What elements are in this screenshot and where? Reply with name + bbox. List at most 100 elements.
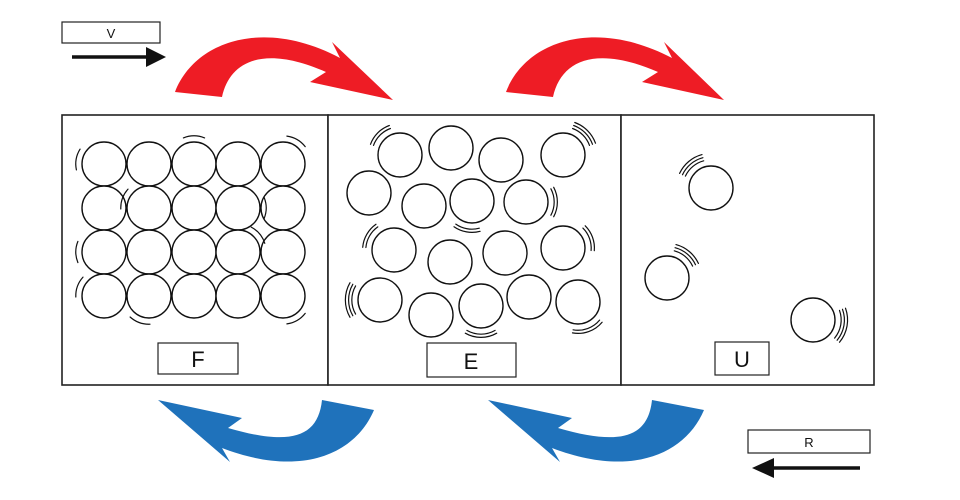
- state-label-f-box: [157, 342, 239, 375]
- vibration-mark: [347, 283, 354, 317]
- particle: [215, 141, 261, 187]
- vibration-mark: [673, 250, 694, 267]
- particle: [126, 185, 172, 231]
- state-label-u: U: [714, 341, 770, 376]
- vibration-mark: [362, 223, 377, 248]
- blue-curved-arrow-icon: [158, 400, 374, 462]
- particles-liquid: [344, 121, 603, 339]
- particle: [449, 178, 495, 224]
- vibration-mark: [455, 223, 480, 230]
- vibration-mark: [250, 226, 266, 244]
- particle: [215, 273, 261, 319]
- particles-gas: [644, 154, 849, 343]
- particle: [215, 229, 261, 275]
- particle: [81, 141, 127, 187]
- particles-solid: [75, 135, 306, 325]
- particle: [260, 229, 306, 275]
- legend-top-left-label: V: [107, 26, 116, 41]
- blue-curved-arrow-icon: [488, 400, 704, 462]
- vibration-mark: [129, 316, 151, 325]
- particle: [540, 132, 586, 178]
- legend-top-left: V: [61, 21, 166, 67]
- vibration-mark: [674, 247, 697, 266]
- particle: [346, 170, 392, 216]
- vibration-mark: [286, 135, 306, 148]
- particle: [427, 239, 473, 285]
- vibration-mark: [684, 160, 705, 177]
- particle: [688, 165, 734, 211]
- particle: [171, 185, 217, 231]
- vibration-mark: [838, 307, 849, 343]
- particle: [644, 255, 690, 301]
- particle: [506, 274, 552, 320]
- vibration-mark: [182, 135, 206, 139]
- particle: [503, 179, 549, 225]
- red-curved-arrow-icon: [506, 37, 724, 100]
- particle: [81, 185, 127, 231]
- particle: [81, 273, 127, 319]
- particle: [260, 273, 306, 319]
- particle: [260, 185, 306, 231]
- straight-arrow-icon: [72, 47, 166, 67]
- vibration-mark: [453, 226, 481, 233]
- state-label-u-box: [714, 341, 770, 376]
- particle: [478, 137, 524, 183]
- particle: [458, 283, 504, 329]
- vibration-mark: [553, 186, 558, 218]
- vibration-mark: [344, 282, 351, 318]
- vibration-mark: [75, 240, 79, 264]
- particle: [408, 292, 454, 338]
- particle: [377, 132, 423, 178]
- particle: [215, 185, 261, 231]
- vibration-mark: [75, 148, 81, 171]
- legend-bottom-right: R: [747, 429, 871, 478]
- particle: [260, 141, 306, 187]
- vibration-mark: [584, 225, 595, 252]
- vibration-mark: [834, 309, 842, 339]
- particle: [171, 141, 217, 187]
- particle: [482, 230, 528, 276]
- vibration-mark: [286, 312, 306, 325]
- vibration-mark: [351, 285, 357, 315]
- red-curved-arrow-icon: [175, 37, 393, 100]
- state-label-f-text: F: [191, 347, 204, 372]
- particle: [126, 273, 172, 319]
- vibration-mark: [75, 276, 84, 298]
- vibration-mark: [550, 188, 555, 216]
- vibration-mark: [681, 157, 704, 176]
- particle: [126, 229, 172, 275]
- particle: [81, 229, 127, 275]
- vibration-mark: [464, 332, 498, 339]
- particle: [171, 229, 217, 275]
- vibration-mark: [573, 124, 594, 145]
- particle: [540, 225, 586, 271]
- particle: [555, 279, 601, 325]
- particle: [357, 277, 403, 323]
- vibration-mark: [836, 308, 845, 341]
- straight-arrow-icon: [752, 458, 860, 478]
- vibration-mark: [120, 188, 129, 210]
- state-label-u-text: U: [734, 347, 750, 372]
- vibration-mark: [263, 196, 267, 220]
- state-label-f: F: [157, 342, 239, 375]
- vibration-mark: [572, 127, 591, 146]
- particle: [371, 227, 417, 273]
- vibration-mark: [466, 329, 496, 335]
- legend-bottom-right-box: [747, 429, 871, 454]
- vibration-mark: [574, 121, 597, 144]
- vibration-mark: [372, 127, 391, 146]
- particle: [126, 141, 172, 187]
- vibration-mark: [365, 226, 379, 249]
- legend-top-left-box: [61, 21, 161, 44]
- particle: [790, 297, 836, 343]
- vibration-mark: [675, 244, 699, 264]
- state-label-e: E: [426, 342, 517, 378]
- particle: [171, 273, 217, 319]
- legend-bottom-right-label: R: [804, 435, 813, 450]
- particle: [428, 125, 474, 171]
- vibration-mark: [582, 227, 592, 252]
- state-label-e-text: E: [464, 349, 479, 374]
- vibration-mark: [679, 154, 703, 174]
- vibration-mark: [571, 321, 603, 334]
- vibration-mark: [369, 124, 390, 145]
